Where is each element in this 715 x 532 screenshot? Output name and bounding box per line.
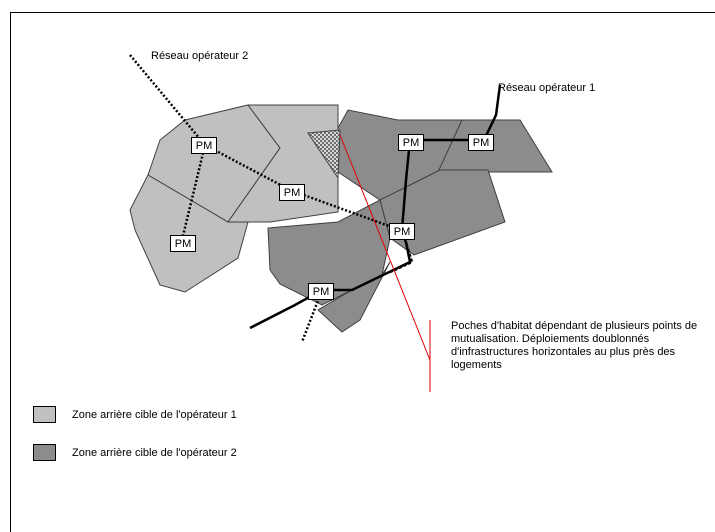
- pm-box: PM: [389, 223, 415, 240]
- diagram-frame: [10, 12, 715, 532]
- legend-swatch-operator1: [33, 406, 56, 423]
- pm-box: PM: [170, 235, 196, 252]
- network-map: [129, 54, 553, 392]
- operator1-network: [249, 84, 502, 330]
- overlap-pocket: [307, 129, 341, 180]
- legend-swatch-operator2: [33, 444, 56, 461]
- op2-cell-right: [437, 119, 553, 173]
- callout-line: [339, 134, 431, 392]
- operator1-network-label: Réseau opérateur 1: [498, 82, 596, 94]
- operator1-zone: [129, 104, 339, 293]
- pm-box: PM: [398, 134, 424, 151]
- pm-box: PM: [468, 134, 494, 151]
- pm-box: PM: [191, 137, 217, 154]
- legend-label-operator2: Zone arrière cible de l'opérateur 2: [72, 447, 237, 459]
- overlap-callout-text: Poches d'habitat dépendant de plusieurs …: [451, 320, 698, 371]
- pm-box: PM: [279, 184, 305, 201]
- legend-label-operator1: Zone arrière cible de l'opérateur 1: [72, 409, 237, 421]
- pm-box: PM: [308, 283, 334, 300]
- operator2-zone: [267, 109, 553, 333]
- operator2-network-label: Réseau opérateur 2: [151, 50, 249, 62]
- operator1-network-dashed: [389, 229, 414, 274]
